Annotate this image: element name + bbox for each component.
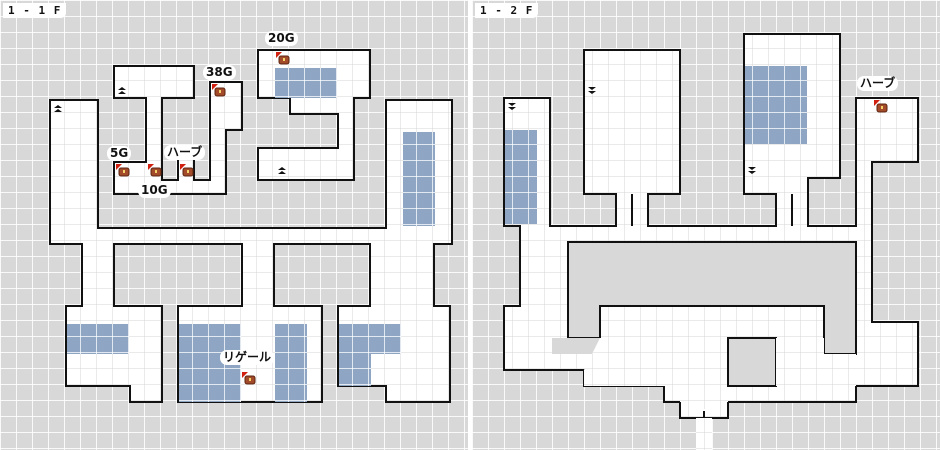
label-gold-38: 38G <box>203 65 236 80</box>
label-gold-5: 5G <box>107 146 132 161</box>
void-2f-lower-hall <box>664 338 728 402</box>
stairs-up-icon-1 <box>54 105 62 112</box>
stairs-2f <box>508 87 756 174</box>
chest-icon-38g <box>212 84 226 97</box>
stairs-down-icon-2 <box>588 87 596 94</box>
label-herb-2f: ハーブ <box>857 76 899 91</box>
chests-1f <box>116 52 290 385</box>
void-2f-lower-left <box>552 338 600 354</box>
label-herb-1f: ハーブ <box>164 145 206 160</box>
void-2f-bottom-right-notch <box>727 337 777 387</box>
floor-label-1f: 1 - 1 F <box>3 3 67 18</box>
void-2f-bottom-right <box>776 338 856 386</box>
stairs-up-icon-2 <box>118 87 126 94</box>
label-rigel: リゲール <box>220 350 275 365</box>
stairs-down-icon-3 <box>748 167 756 174</box>
void-2f-bottom-center-left <box>584 338 664 386</box>
water-2f <box>505 66 807 224</box>
chest-icon-herb-1f <box>180 164 194 177</box>
stairs-down-icon-1 <box>508 103 516 110</box>
void-2f-shapes <box>584 337 856 402</box>
chest-icon-rigel <box>242 372 256 385</box>
label-gold-20: 20G <box>265 31 298 46</box>
stairs-1f <box>54 87 286 174</box>
passages-2f <box>631 194 793 418</box>
water-1f <box>67 68 435 402</box>
room-1f-upper-left <box>113 65 243 195</box>
label-gold-10: 10G <box>138 183 171 198</box>
floor-label-2f: 1 - 2 F <box>475 3 539 18</box>
map-divider <box>468 0 472 450</box>
chest-icon-20g <box>276 52 290 65</box>
chest-icon-5g <box>116 164 130 177</box>
chest-icon-10g <box>148 164 162 177</box>
stairs-up-icon-3 <box>278 167 286 174</box>
floor-2f-layout <box>503 33 919 419</box>
exit-corridor-2f <box>696 418 712 450</box>
chest-icon-herb-2f <box>874 100 888 113</box>
